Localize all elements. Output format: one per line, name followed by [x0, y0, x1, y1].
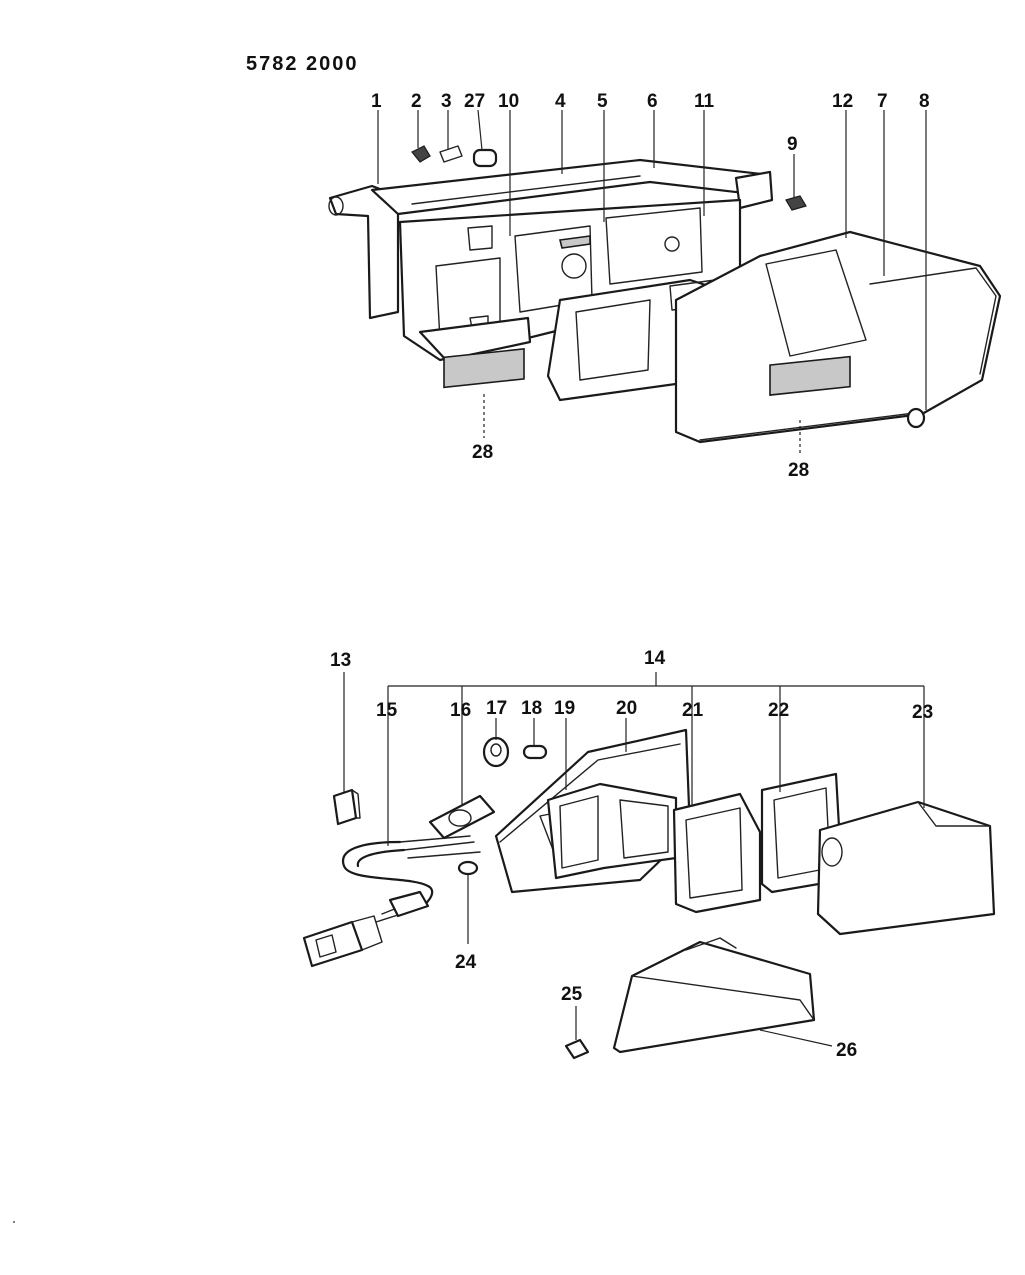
harness-connector — [302, 920, 364, 968]
instrument-panel-assembly — [328, 145, 1002, 444]
left-lower-cover — [418, 316, 532, 362]
label-17: 17 — [486, 698, 507, 719]
label-25: 25 — [561, 984, 583, 1005]
label-14: 14 — [644, 648, 666, 669]
lower-leader-lines — [343, 672, 925, 1047]
clip-part-13 — [332, 788, 358, 826]
label-22: 22 — [768, 700, 789, 721]
part-code: 5782 2000 — [246, 53, 359, 75]
cluster-clip — [467, 225, 493, 251]
bulb-part-27 — [472, 148, 498, 168]
harness-wire-2 — [356, 848, 406, 868]
label-5: 5 — [597, 91, 608, 112]
label-1: 1 — [371, 91, 382, 112]
label-28-right: 28 — [788, 460, 809, 481]
label-7: 7 — [877, 91, 888, 112]
cluster-indicator — [559, 235, 591, 249]
label-13: 13 — [330, 650, 351, 671]
plate-21-opening — [685, 807, 743, 899]
harness-sleeve — [388, 890, 430, 918]
harness-wire — [341, 840, 434, 910]
washer-part-24 — [457, 860, 479, 876]
cluster-dial — [561, 253, 587, 279]
label-19: 19 — [554, 698, 575, 719]
bracket-bolt — [328, 196, 344, 216]
rail-edge — [411, 175, 641, 205]
hood-tab — [685, 937, 737, 951]
label-20: 20 — [616, 698, 637, 719]
lens-notch — [917, 801, 991, 827]
label-12: 12 — [832, 91, 853, 112]
gasket-part-16 — [428, 794, 496, 840]
label-15: 15 — [376, 700, 398, 721]
frame-right-opening — [619, 799, 669, 859]
lens-gauge-circle — [821, 837, 843, 867]
clip-part-13-side — [351, 789, 361, 819]
side-bracket — [328, 184, 400, 320]
label-8: 8 — [919, 91, 930, 112]
label-23: 23 — [912, 702, 933, 723]
glove-box-panel — [674, 230, 1002, 444]
glove-box-edge — [699, 411, 923, 441]
combination-meter-assembly — [302, 728, 996, 1060]
label-9: 9 — [787, 134, 798, 155]
label-4: 4 — [555, 91, 566, 112]
label-27: 27 — [464, 91, 485, 112]
label-3: 3 — [441, 91, 452, 112]
label-28-left: 28 — [472, 442, 493, 463]
center-bezel-opening — [575, 299, 651, 381]
label-6: 6 — [647, 91, 658, 112]
clip-part-3 — [439, 145, 463, 163]
label-10: 10 — [498, 91, 519, 112]
frame-left-opening — [559, 795, 599, 869]
connector-body — [351, 915, 383, 951]
bulb-part-18 — [522, 744, 548, 760]
harness-leads — [399, 835, 481, 859]
knob-part-8 — [906, 407, 926, 429]
screw-part-25 — [564, 1038, 590, 1060]
label-11: 11 — [694, 91, 715, 112]
plate-part-28-right — [769, 355, 851, 396]
label-21: 21 — [682, 700, 704, 721]
label-18: 18 — [521, 698, 542, 719]
cluster-right-gauge — [605, 207, 703, 285]
upper-leader-lines — [377, 109, 927, 456]
label-26: 26 — [836, 1040, 857, 1061]
plate-part-28-left — [443, 348, 525, 389]
cluster-knob — [664, 236, 680, 252]
gasket-hole — [448, 809, 472, 827]
screw-part-2 — [411, 145, 431, 163]
glove-box-lid — [869, 267, 997, 375]
lens-part-23 — [816, 800, 996, 936]
label-24: 24 — [455, 952, 477, 973]
connector-face — [315, 934, 337, 958]
nut-part-9 — [785, 195, 807, 211]
meter-case-top — [499, 743, 681, 843]
socket-inner — [490, 743, 502, 757]
label-2: 2 — [411, 91, 422, 112]
rail-end-bracket — [734, 170, 774, 210]
plate-part-21 — [672, 792, 762, 914]
glove-box-window — [765, 249, 867, 357]
hood-edge — [631, 975, 815, 1021]
scan-speck — [13, 1221, 15, 1223]
socket-part-17 — [482, 736, 510, 768]
label-16: 16 — [450, 700, 471, 721]
